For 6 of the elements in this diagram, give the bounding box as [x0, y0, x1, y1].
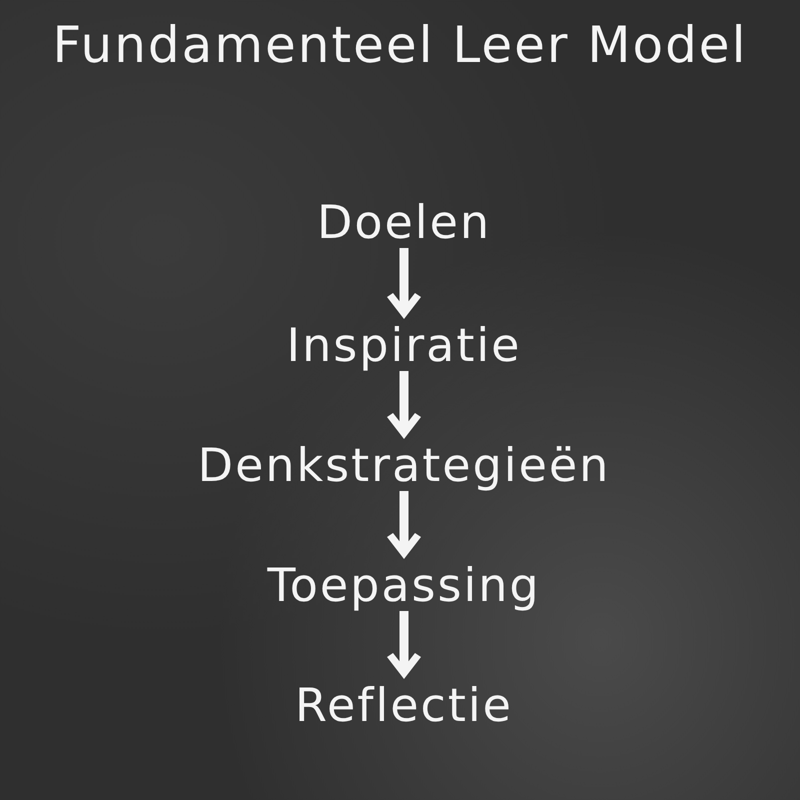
step-label: Inspiratie [286, 319, 522, 371]
step-label: Doelen [316, 196, 492, 248]
step-label: Reflectie [295, 679, 513, 731]
step-label: Toepassing [267, 559, 541, 611]
diagram-title: Fundamenteel Leer Model [52, 16, 748, 74]
step-label: Denkstrategieën [198, 439, 610, 491]
